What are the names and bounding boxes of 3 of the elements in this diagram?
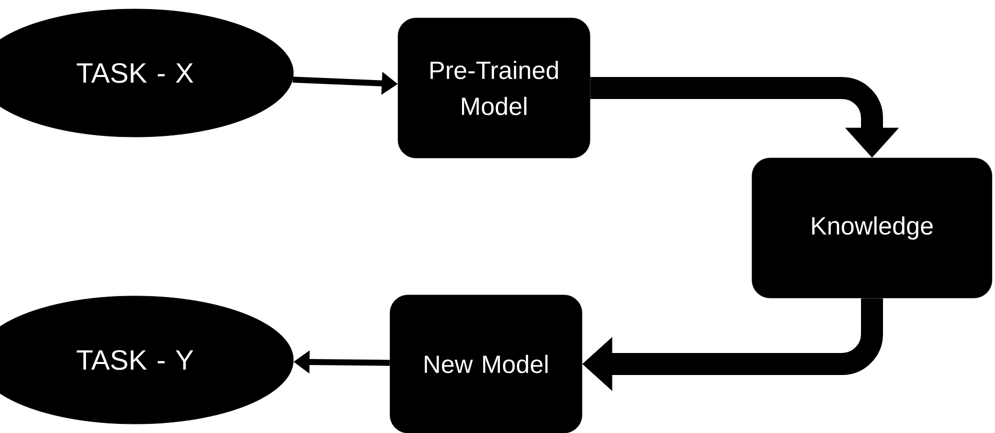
process-box: Knowledge xyxy=(752,158,992,298)
process-box: New Model xyxy=(390,294,582,433)
process-box: Pre-Trained Model xyxy=(398,18,590,158)
